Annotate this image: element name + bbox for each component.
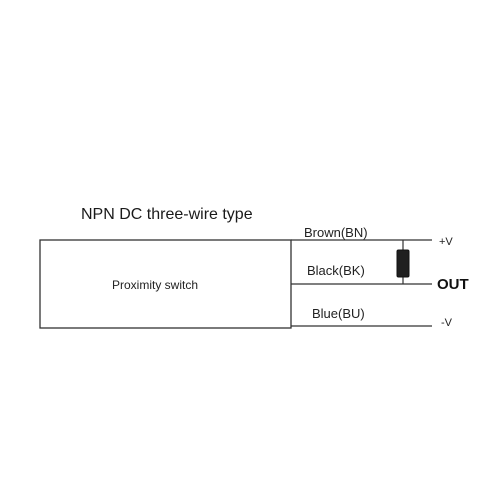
diagram-title: NPN DC three-wire type	[81, 206, 253, 223]
positive-terminal-label: +V	[439, 236, 453, 248]
black-wire-label: Black(BK)	[307, 263, 365, 278]
blue-wire-label: Blue(BU)	[312, 306, 365, 321]
proximity-switch-label: Proximity switch	[112, 278, 199, 292]
output-terminal-label: OUT	[437, 276, 469, 293]
negative-terminal-label: -V	[441, 317, 452, 329]
load-resistor	[396, 249, 410, 278]
brown-wire-label: Brown(BN)	[304, 225, 368, 240]
